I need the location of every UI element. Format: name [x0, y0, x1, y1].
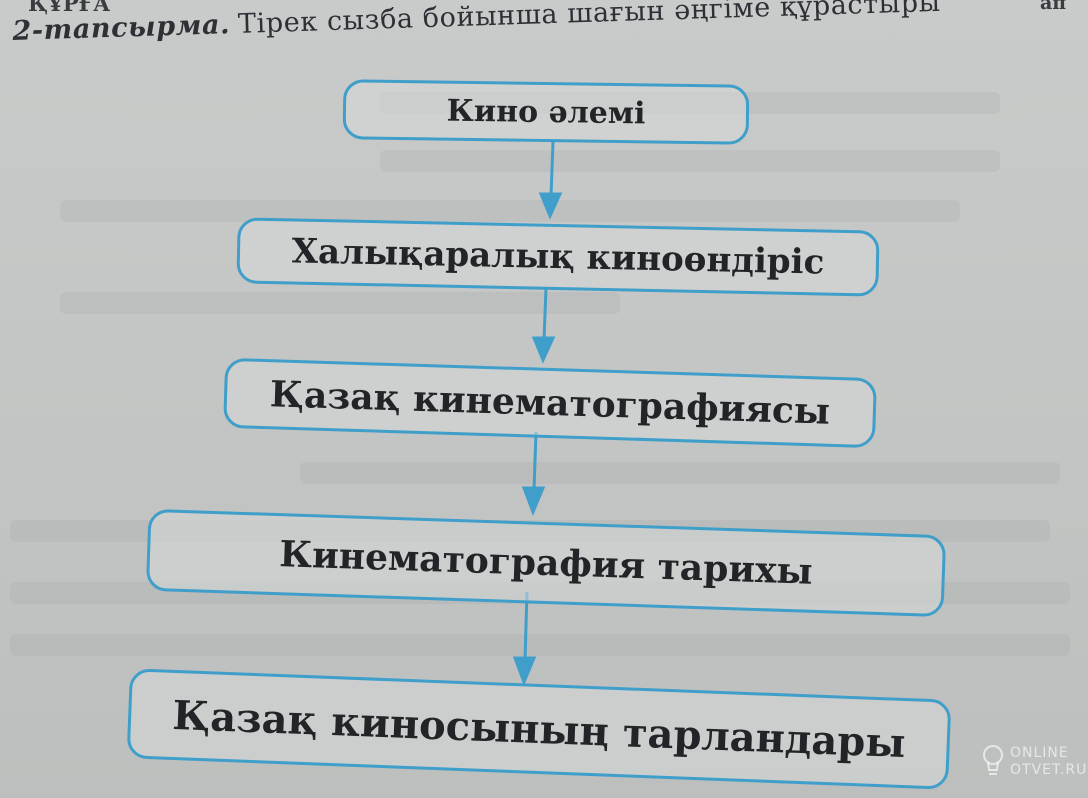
arrow-2-head [531, 336, 556, 364]
bleed-through [10, 634, 1070, 656]
flow-node-cinema-world: Кино әлемі [342, 79, 750, 145]
flow-node-label: Халықаралық киноөндіріс [291, 231, 825, 283]
bleed-through [300, 462, 1060, 484]
arrow-3-head [521, 486, 546, 517]
arrow-1-head [538, 192, 563, 220]
arrow-2-shaft [542, 287, 548, 341]
flow-node-label: Кино әлемі [446, 93, 646, 131]
flow-node-label: Қазақ киносының тарландары [171, 691, 907, 767]
arrow-1-shaft [549, 141, 555, 197]
watermark-line-2: OTVET.RU [1010, 762, 1088, 778]
arrow-4-head [512, 656, 537, 687]
watermark-line-1: ONLINE [1010, 745, 1069, 761]
bleed-through [60, 200, 960, 222]
lightbulb-icon [983, 745, 1003, 775]
flow-node-international-film-production: Халықаралық киноөндіріс [236, 217, 880, 297]
arrow-3-shaft [532, 431, 538, 491]
flow-node-label: Қазақ кинематографиясы [269, 373, 831, 433]
cut-off-heading: ҚҰРҒА [28, 0, 111, 16]
watermark-text: ONLINE OTVET.RU [1010, 745, 1087, 779]
bleed-through [380, 150, 1000, 172]
bleed-through [60, 292, 620, 314]
cut-off-heading-right: ап [1040, 0, 1067, 14]
flow-node-label: Кинематография тарихы [278, 533, 814, 593]
